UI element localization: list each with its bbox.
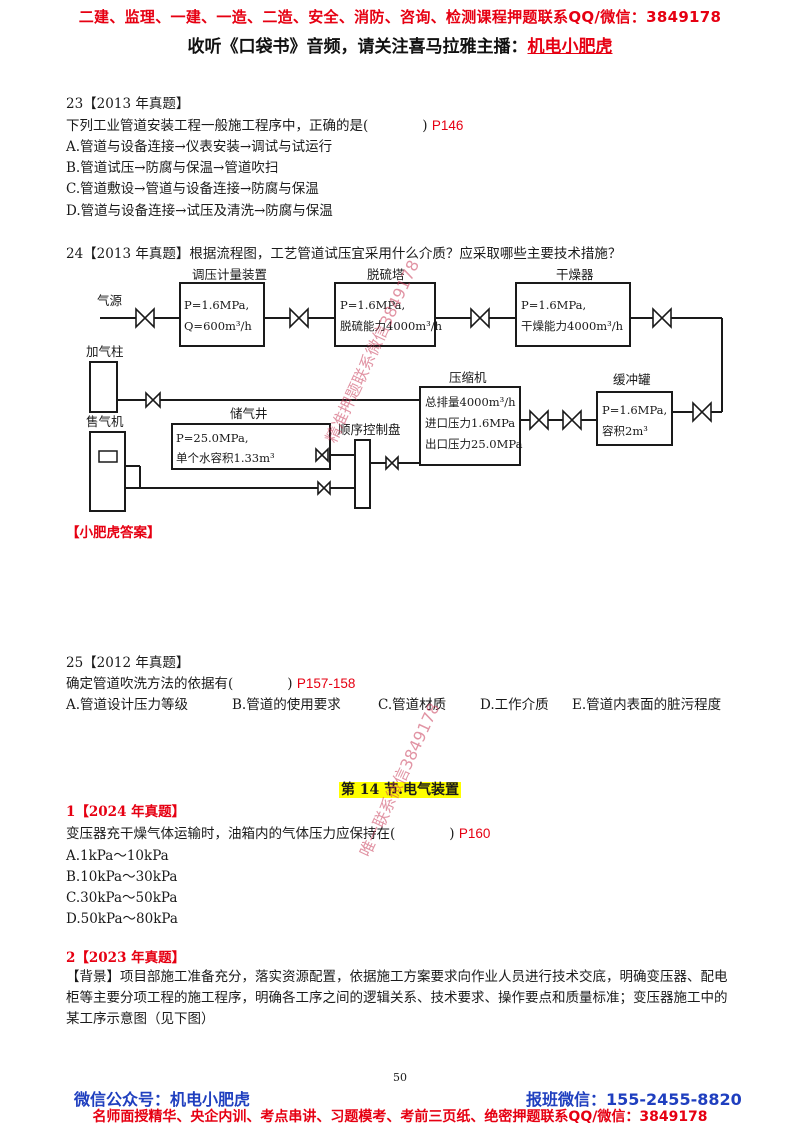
dryer-title: 干燥器 — [556, 267, 594, 282]
q24-answer-tag: 【小肥虎答案】 — [66, 525, 161, 541]
footer-signup: 报班微信：155-2455-8820 — [526, 1090, 742, 1109]
dispenser-label: 售气机 — [86, 414, 124, 429]
storage-well-spec1: P=25.0MPa, — [176, 431, 249, 445]
valve-icon — [317, 480, 331, 496]
storage-well-box — [171, 423, 331, 470]
sequence-panel-box — [354, 439, 371, 509]
dryer-spec2: 干燥能力4000m³/h — [521, 319, 624, 333]
valve-icon — [692, 401, 712, 423]
q25-stem: 确定管道吹洗方法的依据有( ) P157-158 — [66, 672, 355, 692]
q23-option-a: A.管道与设备连接→仪表安装→调试与试运行 — [66, 139, 333, 155]
pressure-regulator-spec1: P=1.6MPa, — [184, 298, 249, 312]
footer-wechat-public: 微信公众号：机电小肥虎 — [74, 1090, 251, 1109]
podcast-brand: 机电小肥虎 — [527, 37, 613, 57]
valve-icon — [529, 409, 549, 431]
buffer-tank-spec1: P=1.6MPa, — [602, 403, 667, 417]
s14q1-option-b: B.10kPa～30kPa — [66, 869, 178, 885]
valve-icon — [652, 307, 672, 329]
valve-icon — [470, 307, 490, 329]
buffer-tank-title: 缓冲罐 — [613, 372, 651, 387]
s14q1-stem: 变压器充干燥气体运输时，油箱内的气体压力应保持在( ) P160 — [66, 822, 490, 842]
valve-icon — [135, 307, 155, 329]
sequence-panel-label: 顺序控制盘 — [338, 422, 401, 437]
q24-stem: 24【2013 年真题】根据流程图，工艺管道试压宜采用什么介质？应采取哪些主要技… — [66, 246, 622, 262]
pressure-regulator-box — [179, 282, 265, 347]
compressor-title: 压缩机 — [449, 370, 487, 385]
storage-well-spec2: 单个水容积1.33m³ — [176, 451, 275, 465]
s14q1-stem-text: 变压器充干燥气体运输时，油箱内的气体压力应保持在( ) — [66, 826, 455, 842]
s14q1-option-a: A.1kPa～10kPa — [66, 848, 169, 864]
valve-icon — [145, 391, 161, 409]
dispenser-box — [89, 431, 126, 512]
dryer-box — [515, 282, 631, 347]
filling-post-box — [89, 361, 118, 413]
q23-stem: 下列工业管道安装工程一般施工程序中，正确的是( ) P146 — [66, 114, 463, 134]
valve-icon — [315, 447, 329, 463]
storage-well-title: 储气井 — [230, 406, 268, 421]
dryer-spec1: P=1.6MPa, — [521, 298, 586, 312]
desulfurizer-box — [334, 282, 436, 347]
q23-option-c: C.管道敷设→管道与设备连接→防腐与保温 — [66, 181, 319, 197]
q25-option-e: E.管道内表面的脏污程度 — [572, 697, 722, 713]
buffer-tank-box — [596, 391, 673, 446]
q25-option-b: B.管道的使用要求 — [232, 697, 341, 713]
gas-source-label: 气源 — [97, 293, 123, 308]
q25-stem-text: 确定管道吹洗方法的依据有( ) — [66, 676, 293, 692]
q25-tag: 25【2012 年真题】 — [66, 655, 190, 671]
valve-icon — [562, 409, 582, 431]
q23-stem-text: 下列工业管道安装工程一般施工程序中，正确的是( ) — [66, 118, 428, 134]
pressure-regulator-title: 调压计量装置 — [192, 267, 267, 282]
podcast-banner: 收听《口袋书》音频，请关注喜马拉雅主播：机电小肥虎 — [0, 32, 800, 57]
valve-icon — [385, 455, 399, 471]
page-number: 50 — [393, 1071, 407, 1084]
compressor-spec1: 总排量4000m³/h — [425, 395, 516, 409]
q23-tag: 23【2013 年真题】 — [66, 96, 190, 112]
pressure-regulator-spec2: Q=600m³/h — [184, 319, 252, 333]
process-flow-diagram: 气源 调压计量装置 P=1.6MPa, Q=600m³/h 脱硫塔 P=1.6M… — [86, 267, 723, 512]
compressor-box — [419, 386, 521, 466]
s14q2-bg-tag: 【背景】 — [66, 969, 120, 985]
q23-option-d: D.管道与设备连接→试压及清洗→防腐与保温 — [66, 203, 333, 219]
filling-post-label: 加气柱 — [86, 344, 124, 359]
buffer-tank-spec2: 容积2m³ — [602, 424, 648, 438]
section-title: 第 14 节.电气装置 — [338, 782, 462, 798]
s14q2-tag: 2【2023 年真题】 — [66, 950, 186, 966]
desulfurizer-title: 脱硫塔 — [367, 267, 405, 282]
desulfurizer-spec1: P=1.6MPa, — [340, 298, 405, 312]
s14q1-tag: 1【2024 年真题】 — [66, 804, 186, 820]
footer-courses: 名师面授精华、央企内训、考点串讲、习题模考、考前三页纸、绝密押题联系QQ/微信：… — [92, 1109, 708, 1125]
podcast-prefix: 收听《口袋书》音频，请关注喜马拉雅主播： — [187, 37, 528, 57]
q25-option-c: C.管道材质 — [378, 697, 447, 713]
q25-option-d: D.工作介质 — [480, 697, 549, 713]
desulfurizer-spec2: 脱硫能力4000m³/h — [340, 319, 443, 333]
compressor-spec3: 出口压力25.0MPa — [425, 437, 523, 451]
s14q1-page-ref: P160 — [458, 826, 491, 841]
dispenser-screen — [98, 450, 118, 463]
s14q2-background: 【背景】项目部施工准备充分，落实资源配置，依据施工方案要求向作业人员进行技术交底… — [66, 967, 738, 1030]
s14q2-bg-text: 项目部施工准备充分，落实资源配置，依据施工方案要求向作业人员进行技术交底，明确变… — [66, 969, 728, 1027]
q23-page-ref: P146 — [431, 118, 464, 133]
valve-icon — [289, 307, 309, 329]
q23-option-b: B.管道试压→防腐与保温→管道吹扫 — [66, 160, 279, 176]
s14q1-option-d: D.50kPa～80kPa — [66, 911, 178, 927]
s14q1-option-c: C.30kPa～50kPa — [66, 890, 178, 906]
q25-option-a: A.管道设计压力等级 — [66, 697, 189, 713]
q25-page-ref: P157-158 — [296, 676, 356, 691]
compressor-spec2: 进口压力1.6MPa — [425, 416, 515, 430]
promo-banner: 二建、监理、一建、一造、二造、安全、消防、咨询、检测课程押题联系QQ/微信：38… — [78, 8, 722, 26]
